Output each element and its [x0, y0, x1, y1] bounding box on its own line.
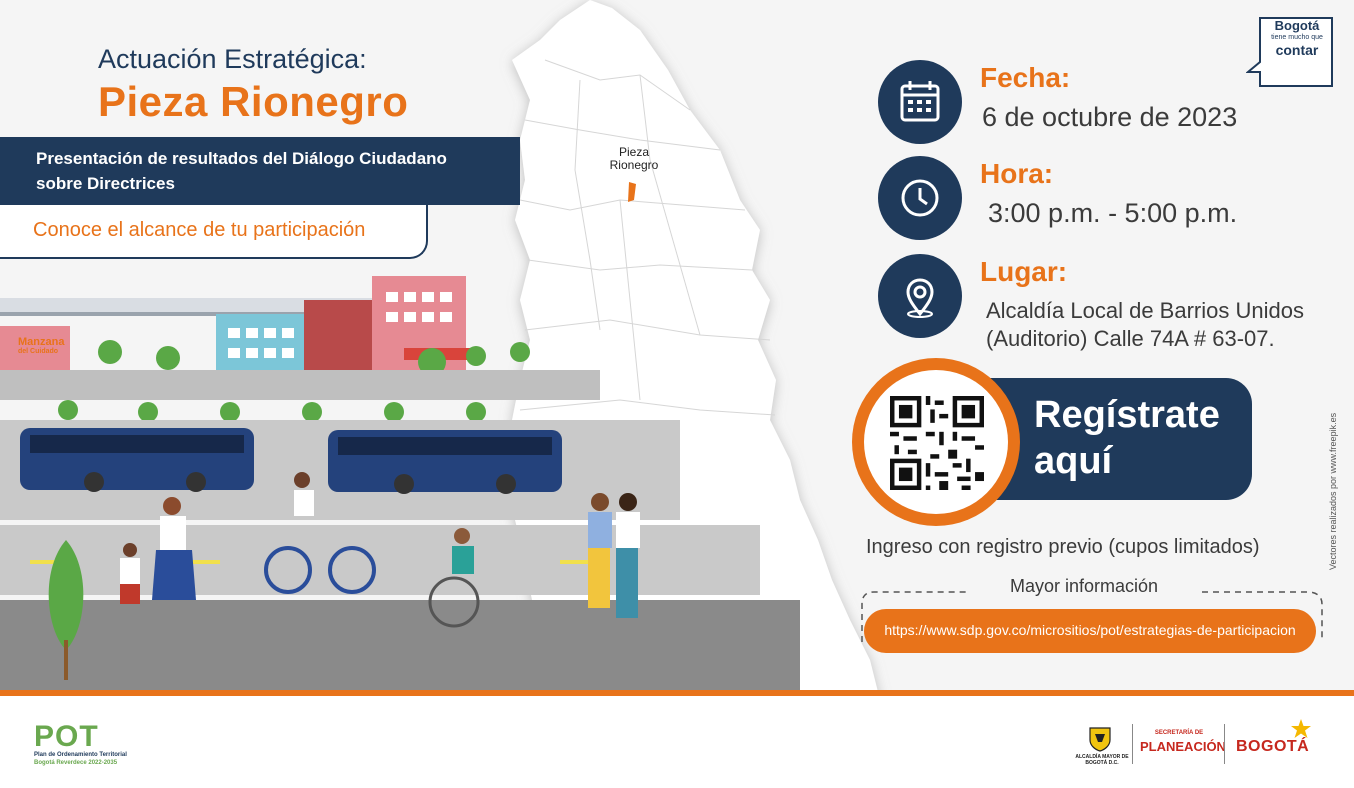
bogota-logo-line1: Bogotá [1274, 18, 1320, 33]
place-line2: (Auditorio) Calle 74A # 63-07. [986, 326, 1275, 351]
map-label-line2: Rionegro [609, 158, 659, 172]
footer-divider [0, 690, 1354, 696]
subtitle-line2: sobre Directrices [36, 174, 175, 193]
alcaldia-logo-text: ALCALDÍA MAYOR DE BOGOTÁ D.C. [1075, 754, 1129, 766]
time-value: 3:00 p.m. - 5:00 p.m. [988, 198, 1238, 228]
register-line1: Regístrate [1034, 394, 1220, 436]
image-credit-text: Vectores realizados por www.freepik.es [1328, 412, 1338, 570]
register-text[interactable]: Regístrate aquí [1034, 392, 1220, 484]
clock-icon-circle [878, 156, 962, 240]
time-label: Hora: [980, 158, 1054, 189]
secretaria-label: SECRETARÍA DE [1154, 730, 1204, 736]
calendar-icon [900, 81, 940, 122]
bogota-logo-line3: contar [1275, 42, 1319, 58]
logo-separator [1224, 724, 1225, 764]
cta-box [0, 205, 428, 259]
qr-code[interactable] [890, 396, 984, 490]
bogota-logo: BOGOTÁ [1236, 738, 1310, 755]
pot-logo: POT [34, 720, 99, 753]
bogota-logo-text: Bogotá tiene mucho que contar [1262, 18, 1332, 58]
manzana-line1: Manzana [18, 336, 65, 348]
place-value: Alcaldía Local de Barrios Unidos (Audito… [986, 297, 1326, 353]
date-label: Fecha: [980, 62, 1071, 93]
calendar-icon-circle [878, 60, 962, 144]
subtitle-banner [0, 137, 520, 205]
logo-separator [1132, 724, 1133, 764]
registration-note: Ingreso con registro previo (cupos limit… [866, 536, 1260, 558]
map-label-line1: Pieza [618, 145, 650, 159]
manzana-sign: Manzana del Cuidado [18, 337, 64, 357]
location-pin-icon-circle [878, 254, 962, 338]
url-link[interactable]: https://www.sdp.gov.co/micrositios/pot/e… [884, 622, 1296, 638]
image-credit: Vectores realizados por www.freepik.es [1328, 412, 1338, 570]
pot-tagline: Bogotá Reverdece 2022-2035 [34, 760, 118, 766]
qr-background [864, 370, 1008, 514]
planeacion-label: PLANEACIÓN [1140, 739, 1226, 754]
alcaldia-shield-icon [1089, 727, 1111, 752]
bogota-tiene-mucho-que-contar-logo [1246, 17, 1333, 87]
register-banner[interactable] [990, 378, 1252, 500]
subtitle-line1: Presentación de resultados del Diálogo C… [36, 149, 447, 168]
page-title: Pieza Rionegro [98, 78, 409, 125]
cta-text: Conoce el alcance de tu participación [33, 219, 366, 241]
place-label: Lugar: [980, 256, 1068, 287]
pot-subtitle: Plan de Ordenamiento Territorial [34, 752, 127, 758]
bogota-logo-line2: tiene mucho que [1271, 34, 1323, 41]
more-info-dashed-frame [861, 591, 1323, 642]
register-line2: aquí [1034, 440, 1113, 482]
date-value: 6 de octubre de 2023 [982, 102, 1238, 132]
page-eyebrow: Actuación Estratégica: [98, 44, 367, 74]
place-line1: Alcaldía Local de Barrios Unidos [986, 298, 1304, 323]
city-illustration [0, 276, 800, 690]
manzana-line2: del Cuidado [18, 348, 59, 355]
location-pin-icon [906, 278, 934, 318]
star-icon [1291, 719, 1311, 738]
footer [0, 696, 1354, 788]
clock-icon [901, 179, 939, 217]
subtitle-text: Presentación de resultados del Diálogo C… [36, 146, 506, 196]
more-info-label: Mayor información [1010, 576, 1159, 596]
map-label: Pieza Rionegro [600, 146, 668, 172]
url-button[interactable] [864, 609, 1316, 653]
